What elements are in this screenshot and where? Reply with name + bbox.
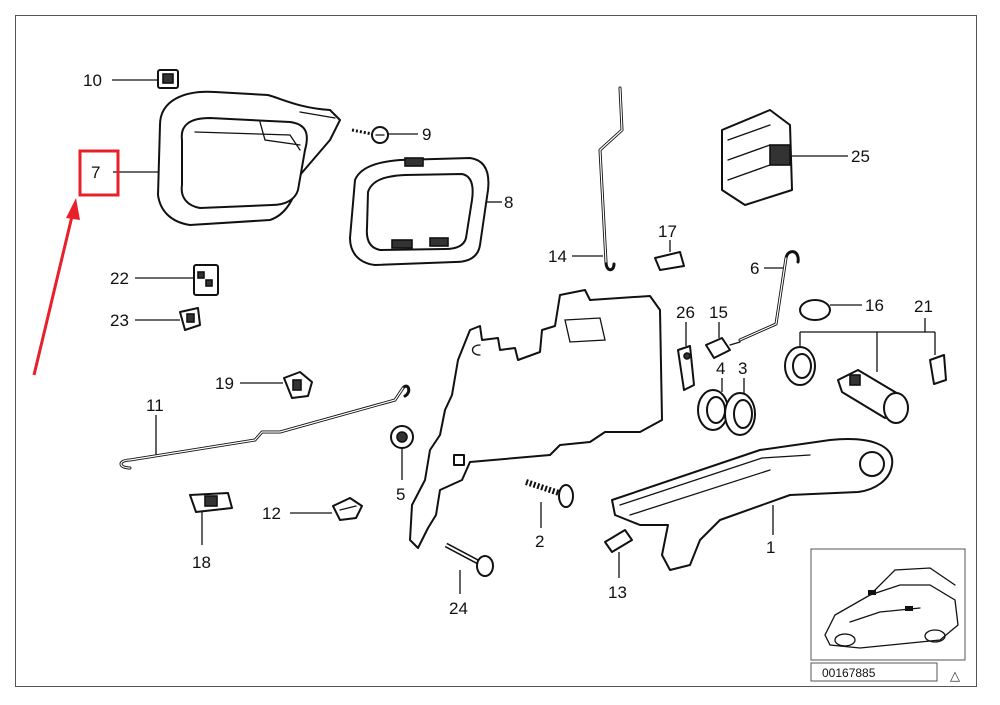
part-22-clip[interactable] xyxy=(193,264,219,296)
callout-2[interactable]: 2 xyxy=(535,532,544,551)
callout-8[interactable]: 8 xyxy=(504,193,513,212)
part-7-handle-bezel[interactable] xyxy=(157,90,341,226)
part-17-clip[interactable] xyxy=(654,251,685,271)
part-9-screw[interactable] xyxy=(351,126,389,144)
part-2-bolt[interactable] xyxy=(525,479,574,508)
red-arrow xyxy=(32,198,80,376)
callout-13[interactable]: 13 xyxy=(608,583,627,602)
part-10-clip[interactable] xyxy=(157,69,179,89)
callout-24[interactable]: 24 xyxy=(449,599,468,618)
diagram-frame xyxy=(15,15,977,687)
part-23-clip[interactable] xyxy=(179,307,201,331)
door-lock-carrier-plate xyxy=(409,289,663,549)
callout-6[interactable]: 6 xyxy=(750,259,759,278)
part-19-clip[interactable] xyxy=(283,371,313,399)
callout-21[interactable]: 21 xyxy=(914,297,933,316)
part-15-switch[interactable] xyxy=(705,337,741,359)
callout-15[interactable]: 15 xyxy=(709,303,728,322)
part-14-rod[interactable] xyxy=(598,86,624,272)
callout-5[interactable]: 5 xyxy=(396,485,405,504)
inset-image-id: 00167885 xyxy=(822,666,876,680)
part-4-ring[interactable] xyxy=(697,389,729,431)
part-21-lock-set[interactable] xyxy=(784,346,947,424)
callout-18[interactable]: 18 xyxy=(192,553,211,572)
part-6-rod[interactable] xyxy=(738,250,800,342)
callout-26[interactable]: 26 xyxy=(676,303,695,322)
part-26-bracket[interactable] xyxy=(677,345,695,391)
callout-7-highlight-box xyxy=(78,149,120,197)
part-12-clip[interactable] xyxy=(332,497,363,521)
part-5-grommet[interactable] xyxy=(390,425,414,449)
part-8-trim-frame[interactable] xyxy=(349,157,490,266)
callout-7[interactable]: 7 xyxy=(91,163,100,182)
part-13-lever[interactable] xyxy=(604,529,633,553)
car-inset-thumbnail: 00167885 △ xyxy=(810,548,966,684)
callout-16[interactable]: 16 xyxy=(865,296,884,315)
callout-25[interactable]: 25 xyxy=(851,147,870,166)
part-18-clip[interactable] xyxy=(189,492,233,513)
part-11-rod[interactable] xyxy=(119,384,411,470)
callout-10[interactable]: 10 xyxy=(83,71,102,90)
callout-23[interactable]: 23 xyxy=(110,311,129,330)
callout-17[interactable]: 17 xyxy=(658,222,677,241)
part-1-outer-handle[interactable] xyxy=(611,438,894,571)
callout-14[interactable]: 14 xyxy=(548,247,567,266)
part-25-connector[interactable] xyxy=(721,109,793,206)
part-24-pin[interactable] xyxy=(444,542,494,577)
callout-19[interactable]: 19 xyxy=(215,374,234,393)
callout-22[interactable]: 22 xyxy=(110,269,129,288)
callout-11[interactable]: 11 xyxy=(146,396,164,415)
callout-4[interactable]: 4 xyxy=(716,359,725,378)
warning-triangle-icon: △ xyxy=(950,669,960,684)
part-16-cap[interactable] xyxy=(799,299,831,321)
callout-1[interactable]: 1 xyxy=(766,538,775,557)
callout-9[interactable]: 9 xyxy=(422,125,431,144)
callout-3[interactable]: 3 xyxy=(738,359,747,378)
part-3-ring[interactable] xyxy=(724,392,756,436)
callout-12[interactable]: 12 xyxy=(262,504,281,523)
